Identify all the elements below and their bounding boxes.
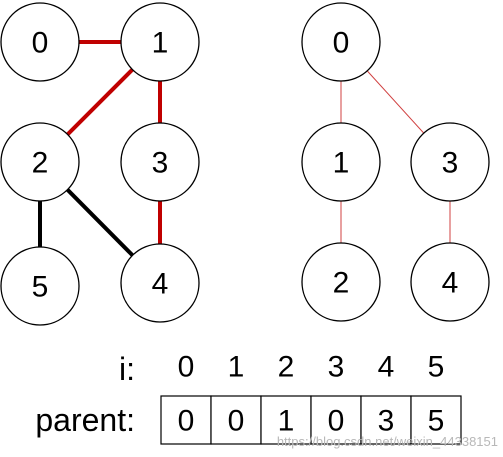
tree-node-2: 2 [301, 242, 381, 322]
graph-node-label: 0 [32, 27, 49, 60]
tree-node-circle [301, 2, 381, 82]
parent-cell-box [310, 395, 362, 445]
parent-cell-value: 0 [178, 405, 195, 438]
tree-node-circle [410, 242, 490, 322]
parent-cell-value: 5 [428, 405, 445, 438]
graph-node-circle [120, 122, 200, 202]
tree-node-circle [301, 242, 381, 322]
parent-cell-box [210, 395, 262, 445]
graph-node-circle [120, 2, 200, 82]
tree-node-circle [410, 122, 490, 202]
parent-cell-5: 5 [410, 395, 462, 445]
index-1: 1 [228, 351, 245, 384]
parent-cell-value: 3 [378, 405, 395, 438]
index-4: 4 [378, 351, 395, 384]
graph-node-0: 0 [0, 2, 80, 82]
parent-cell-box [360, 395, 412, 445]
graph-node-5: 5 [0, 246, 80, 326]
graph-node-label: 4 [152, 268, 169, 301]
graph-edge-2-4 [66, 188, 134, 257]
tree-node-0: 0 [301, 2, 381, 82]
parent-cell-0: 0 [160, 395, 212, 445]
graph-node-3: 3 [120, 122, 200, 202]
tree-node-label: 2 [333, 267, 350, 300]
graph-node-2: 2 [0, 122, 80, 202]
watermark: https://blog.csdn.net/weixin_44338151 [277, 434, 498, 449]
index-3: 3 [328, 351, 345, 384]
index-0: 0 [178, 351, 195, 384]
tree-node-3: 3 [410, 122, 490, 202]
tree-node-4: 4 [410, 242, 490, 322]
graph-node-4: 4 [120, 243, 200, 323]
tree-edge-0-3 [366, 70, 425, 134]
graph-node-label: 5 [32, 271, 49, 304]
graph-node-label: 3 [152, 147, 169, 180]
graph-nodes: 0 1 2 3 4 5 [0, 2, 200, 326]
graph-edge-1-2 [66, 68, 134, 136]
tree-node-label: 4 [442, 267, 459, 300]
tree-node-1: 1 [301, 122, 381, 202]
parent-cell-value: 0 [328, 405, 345, 438]
graph-node-label: 2 [32, 147, 49, 180]
index-5: 5 [428, 351, 445, 384]
parent-cell-value: 1 [278, 405, 295, 438]
graph-edges [38, 40, 162, 257]
tree-node-label: 1 [333, 147, 350, 180]
parent-cell-2: 1 [260, 395, 312, 445]
tree-nodes: 0 1 3 2 4 [301, 2, 490, 322]
parent-cell-3: 0 [310, 395, 362, 445]
tree-node-circle [301, 122, 381, 202]
parent-cell-box [410, 395, 462, 445]
parent-row-label: parent: [35, 402, 135, 438]
graph-node-circle [0, 2, 80, 82]
tree-node-label: 3 [442, 147, 459, 180]
graph-node-circle [120, 243, 200, 323]
parent-cell-1: 0 [210, 395, 262, 445]
parent-cell-box [160, 395, 212, 445]
graph-node-1: 1 [120, 2, 200, 82]
index-row-label: i: [119, 351, 135, 387]
parent-cell-4: 3 [360, 395, 412, 445]
graph-node-label: 1 [152, 27, 169, 60]
index-2: 2 [278, 351, 295, 384]
graph-node-circle [0, 122, 80, 202]
tree-node-label: 0 [333, 27, 350, 60]
tree-edges [340, 70, 451, 243]
parent-cell-value: 0 [228, 405, 245, 438]
parent-cell-box [260, 395, 312, 445]
graph-node-circle [0, 246, 80, 326]
